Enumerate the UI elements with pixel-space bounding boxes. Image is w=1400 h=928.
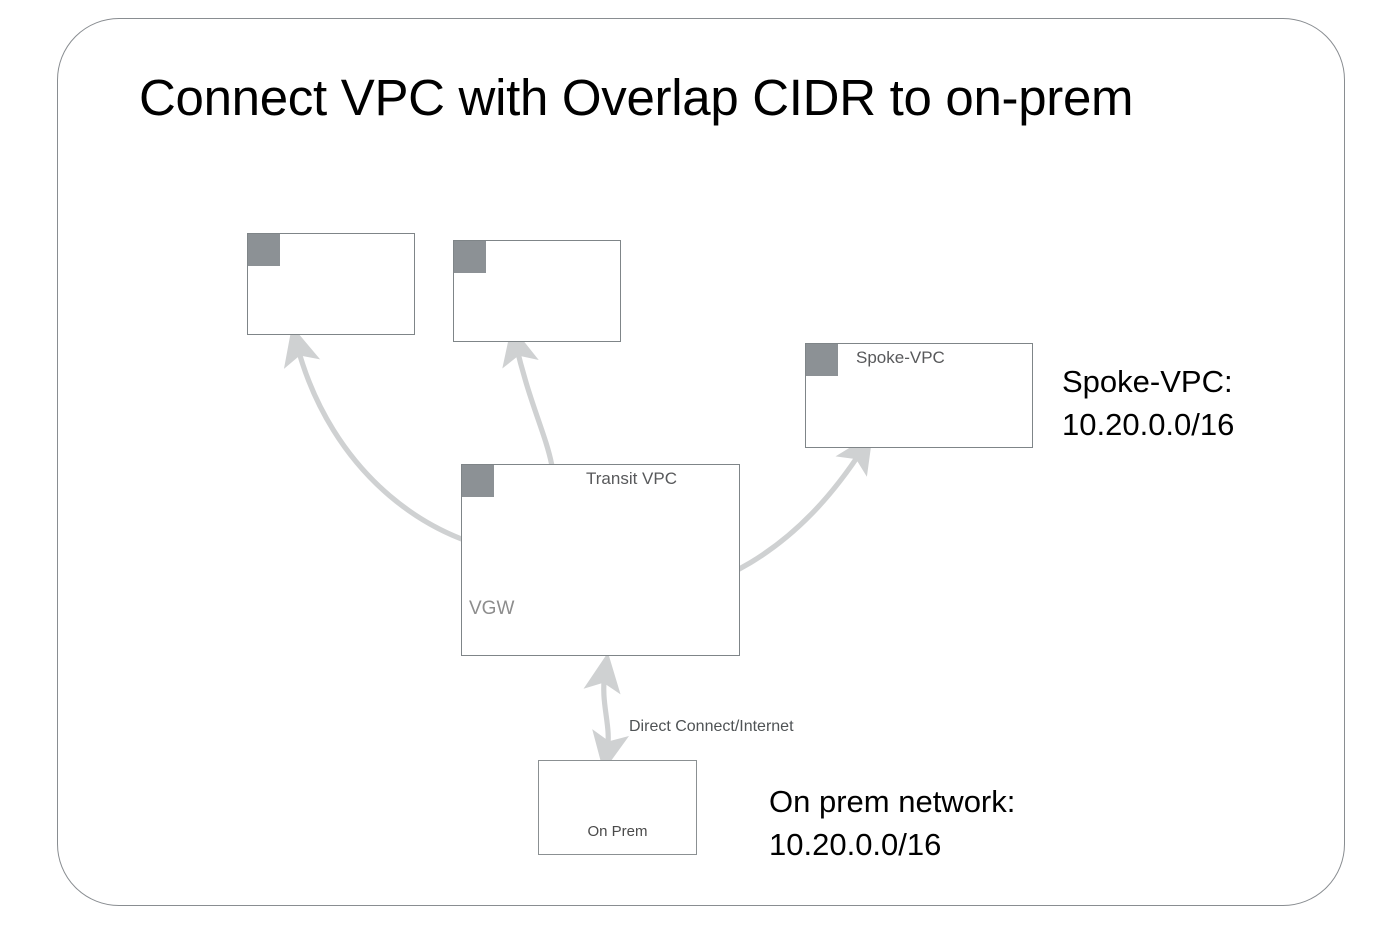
annotation-onprem-cidr-line1: On prem network: <box>769 784 1016 819</box>
annotation-onprem-cidr-line2: 10.20.0.0/16 <box>769 827 942 862</box>
vpc-header-top-right <box>454 241 486 273</box>
edge-label-direct-connect: Direct Connect/Internet <box>629 718 794 735</box>
onprem-label: On Prem <box>587 823 648 840</box>
onprem-box[interactable]: On Prem <box>538 760 697 855</box>
annotation-spoke-cidr-line2: 10.20.0.0/16 <box>1062 407 1235 442</box>
vpc-label-transit: Transit VPC <box>586 469 678 488</box>
vpc-label-spoke: Spoke-VPC <box>856 348 945 367</box>
vpc-box-transit[interactable]: Transit VPC <box>461 464 740 656</box>
page-title: Connect VPC with Overlap CIDR to on-prem <box>139 69 1134 126</box>
annotation-spoke-cidr: Spoke-VPC: 10.20.0.0/16 <box>1062 360 1234 446</box>
vpc-box-top-right[interactable] <box>453 240 621 342</box>
vpc-box-spoke[interactable]: Spoke-VPC <box>805 343 1033 448</box>
annotation-onprem-cidr: On prem network: 10.20.0.0/16 <box>769 780 1015 866</box>
slide-frame <box>57 18 1345 906</box>
vpc-header-transit <box>462 465 494 497</box>
annotation-spoke-cidr-line1: Spoke-VPC: <box>1062 364 1233 399</box>
vgw-label: VGW <box>469 598 515 619</box>
vpc-header-spoke <box>806 344 838 376</box>
vpc-box-top-left[interactable] <box>247 233 415 335</box>
vpc-header-top-left <box>248 234 280 266</box>
